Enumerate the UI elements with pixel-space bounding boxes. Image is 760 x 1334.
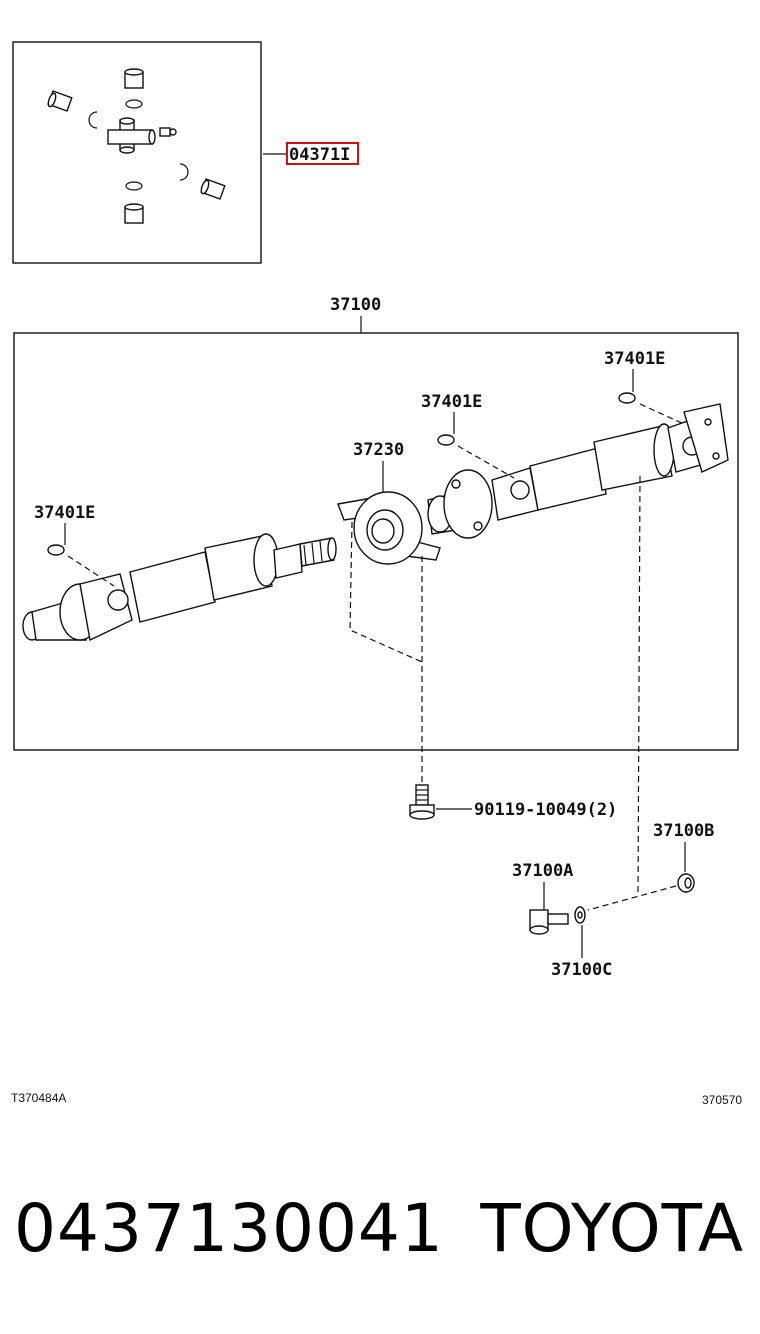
kit-label-highlight (286, 142, 359, 165)
bearing-cup-bottom (124, 203, 144, 224)
rear-shaft (427, 403, 729, 539)
washer-37100c: 37100C (551, 906, 612, 980)
center-bearing-label[interactable]: 37230 (353, 440, 404, 460)
kit-inset-frame (12, 41, 262, 264)
center-bearing (337, 491, 441, 565)
clip-right: 37401E (604, 349, 685, 425)
clip-left-label[interactable]: 37401E (34, 503, 95, 523)
grease-fitting (159, 127, 177, 137)
nut-label[interactable]: 37100B (653, 821, 714, 841)
bearing-bolt: 90119-10049(2) (409, 784, 617, 820)
kit-inset: 04371I (12, 41, 359, 264)
bearing-cup-right (200, 178, 226, 200)
assembly-frame (13, 332, 739, 751)
flange-bolt-guide (637, 475, 641, 896)
nut-37100b: 37100B (587, 821, 714, 911)
bearing-cup-top (124, 68, 144, 89)
snap-ring-top (125, 99, 143, 109)
clip-middle: 37401E (421, 392, 515, 479)
spider-cross (107, 117, 156, 154)
bearing-cup-left (47, 90, 73, 112)
kit-label[interactable]: 04371I (289, 145, 350, 165)
washer-label[interactable]: 37100C (551, 960, 612, 980)
bolt-a-label[interactable]: 37100A (512, 861, 573, 881)
propeller-shaft-assembly: 37100 (13, 295, 739, 896)
snap-ring-right (179, 163, 189, 181)
part-number: 0437130041 (14, 1190, 444, 1267)
clip-left: 37401E (34, 503, 115, 587)
assembly-label[interactable]: 37100 (330, 295, 381, 315)
clip-right-label[interactable]: 37401E (604, 349, 665, 369)
diagram-code-right: 370570 (702, 1093, 742, 1107)
brand-name: TOYOTA (480, 1190, 744, 1267)
bolt-37100a: 37100A (512, 861, 573, 935)
bolt-label[interactable]: 90119-10049(2) (474, 800, 617, 820)
bearing-bolt-guide-left (349, 521, 423, 663)
clip-middle-label[interactable]: 37401E (421, 392, 482, 412)
front-shaft (22, 533, 337, 642)
footer: 0437130041 TOYOTA (14, 1190, 744, 1280)
diagram-code-left: T370484A (11, 1091, 66, 1105)
snap-ring-bottom (125, 181, 143, 191)
snap-ring-left (88, 111, 98, 129)
